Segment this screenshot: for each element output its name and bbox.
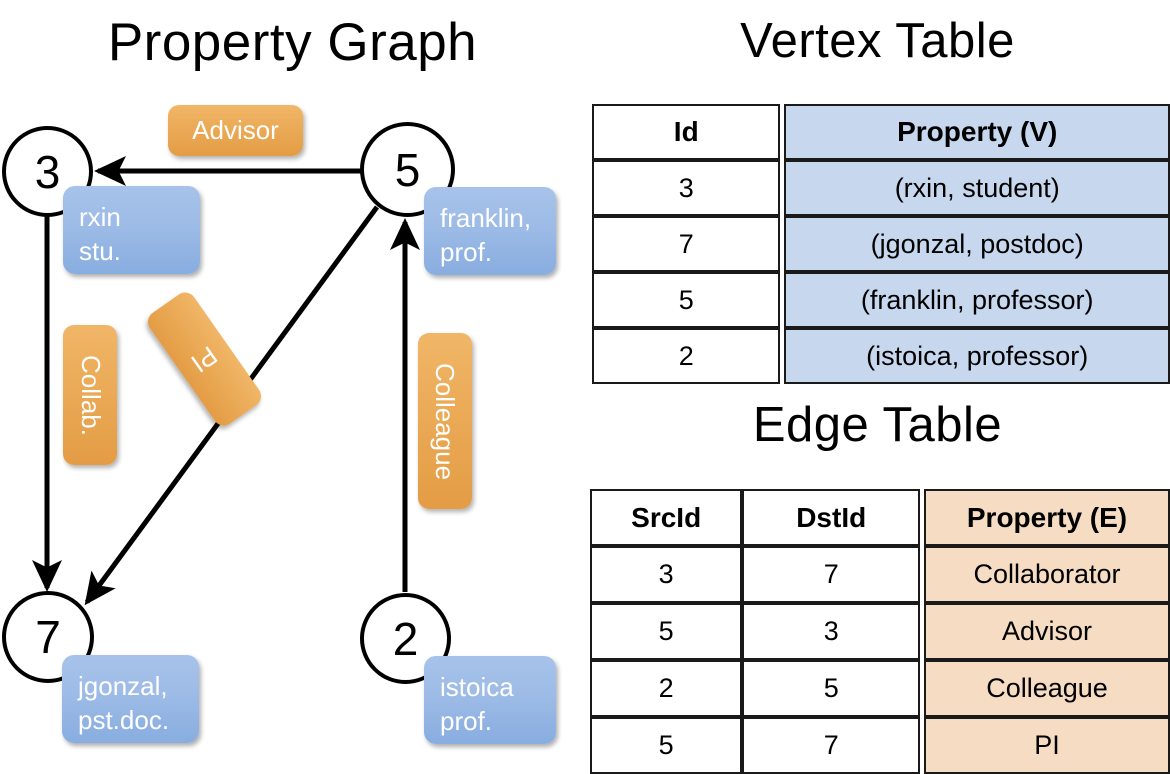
edge-table-column-gap [920, 546, 924, 603]
edge-label-advisor-text: Advisor [192, 115, 279, 145]
vertex-table-header-id: Id [592, 104, 781, 160]
edge-table-header-property: Property (E) [924, 489, 1170, 546]
edge-label-collab[interactable]: Collab. [63, 325, 117, 465]
vertex-property-box-5[interactable]: franklin, prof. [424, 187, 556, 275]
graph-node-2-label: 2 [392, 612, 419, 665]
vertex-cell-property: (jgonzal, postdoc) [784, 216, 1170, 272]
vertex-table-column-gap [780, 160, 785, 216]
edge-cell-property: Advisor [924, 603, 1170, 660]
table-row[interactable]: 7 (jgonzal, postdoc) [592, 216, 1170, 272]
vertex-cell-id: 2 [592, 328, 781, 384]
edge-table-header-dstid: DstId [742, 489, 921, 546]
vertex-table-column-gap [780, 104, 785, 160]
edge-cell-srcid: 2 [590, 660, 743, 717]
graph-node-5[interactable]: 5 [360, 122, 455, 217]
edge-cell-srcid: 3 [590, 546, 743, 603]
vertex-property-box-7-line1: jgonzal, [78, 671, 168, 701]
vertex-cell-property: (rxin, student) [784, 160, 1170, 216]
edge-label-pi-text: PI [186, 340, 224, 379]
table-row[interactable]: 3 7 Collaborator [590, 546, 1170, 603]
vertex-property-box-2[interactable]: istoica prof. [424, 656, 556, 744]
edge-cell-srcid: 5 [590, 717, 743, 774]
vertex-table-header-row: Id Property (V) [592, 104, 1170, 160]
vertex-property-box-7-line2: pst.doc. [78, 705, 170, 735]
graph-node-5-label: 5 [394, 143, 421, 196]
edge-table: SrcId DstId Property (E) 3 7 Collaborato… [590, 489, 1170, 774]
edge-cell-property: Collaborator [924, 546, 1170, 603]
vertex-cell-id: 3 [592, 160, 781, 216]
graph-node-2[interactable]: 2 [360, 593, 451, 684]
vertex-property-box-3-line1: rxin [79, 202, 121, 232]
table-row[interactable]: 2 5 Colleague [590, 660, 1170, 717]
edge-cell-property: Colleague [924, 660, 1170, 717]
page-title-edge-table: Edge Table [752, 398, 1003, 452]
vertex-table-column-gap [780, 216, 785, 272]
graph-node-7-label: 7 [35, 611, 61, 663]
edge-cell-property: PI [924, 717, 1170, 774]
table-row[interactable]: 5 (franklin, professor) [592, 272, 1170, 328]
edge-label-colleague-text: Colleague [430, 362, 461, 480]
edge-cell-dstid: 7 [742, 546, 921, 603]
edge-cell-dstid: 5 [742, 660, 921, 717]
edge-label-collab-text: Collab. [75, 354, 106, 436]
edge-table-header-row: SrcId DstId Property (E) [590, 489, 1170, 546]
vertex-cell-property: (franklin, professor) [784, 272, 1170, 328]
edge-table-column-gap [920, 489, 924, 546]
graph-node-3-label: 3 [34, 145, 61, 198]
edge-cell-dstid: 3 [742, 603, 921, 660]
vertex-property-box-7[interactable]: jgonzal, pst.doc. [62, 655, 199, 743]
property-graph-diagram: 3 5 7 2 rxin stu. franklin, prof. jgonza… [0, 0, 585, 760]
vertex-cell-id: 5 [592, 272, 781, 328]
vertex-property-box-3[interactable]: rxin stu. [63, 186, 200, 274]
table-row[interactable]: 5 3 Advisor [590, 603, 1170, 660]
vertex-property-box-5-line2: prof. [440, 237, 493, 267]
vertex-table-header-property: Property (V) [784, 104, 1170, 160]
edge-table-column-gap [920, 717, 924, 774]
vertex-property-box-3-line2: stu. [79, 236, 121, 266]
edge-table-column-gap [920, 603, 924, 660]
vertex-property-box-2-line1: istoica [440, 672, 514, 702]
page-title-vertex-table: Vertex Table [740, 14, 1015, 68]
edge-label-advisor[interactable]: Advisor [168, 105, 303, 156]
vertex-table: Id Property (V) 3 (rxin, student) 7 (jgo… [592, 104, 1170, 384]
table-row[interactable]: 2 (istoica, professor) [592, 328, 1170, 384]
edge-table-header-srcid: SrcId [590, 489, 743, 546]
vertex-property-box-2-line2: prof. [440, 706, 493, 736]
page-title-property-graph: Property Graph [107, 13, 478, 72]
table-row[interactable]: 3 (rxin, student) [592, 160, 1170, 216]
edge-cell-dstid: 7 [742, 717, 921, 774]
edge-label-colleague[interactable]: Colleague [418, 333, 472, 509]
vertex-table-column-gap [780, 328, 785, 384]
table-row[interactable]: 5 7 PI [590, 717, 1170, 774]
vertex-cell-id: 7 [592, 216, 781, 272]
edge-cell-srcid: 5 [590, 603, 743, 660]
vertex-property-box-5-line1: franklin, [440, 203, 532, 233]
vertex-table-column-gap [780, 272, 785, 328]
vertex-cell-property: (istoica, professor) [784, 328, 1170, 384]
edge-table-column-gap [920, 660, 924, 717]
